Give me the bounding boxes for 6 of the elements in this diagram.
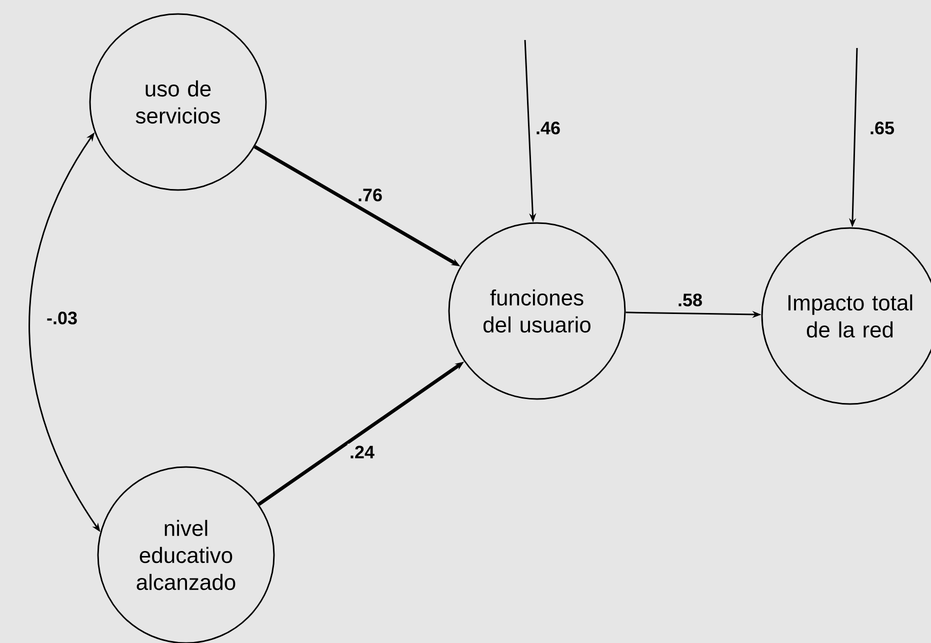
edge-label: .58 <box>676 292 705 308</box>
edge-label: -.03 <box>44 310 80 326</box>
edge-label: .76 <box>356 186 385 204</box>
edge-label: .65 <box>868 120 897 136</box>
edge-label: .46 <box>534 120 563 136</box>
edge-label: .24 <box>348 444 377 460</box>
